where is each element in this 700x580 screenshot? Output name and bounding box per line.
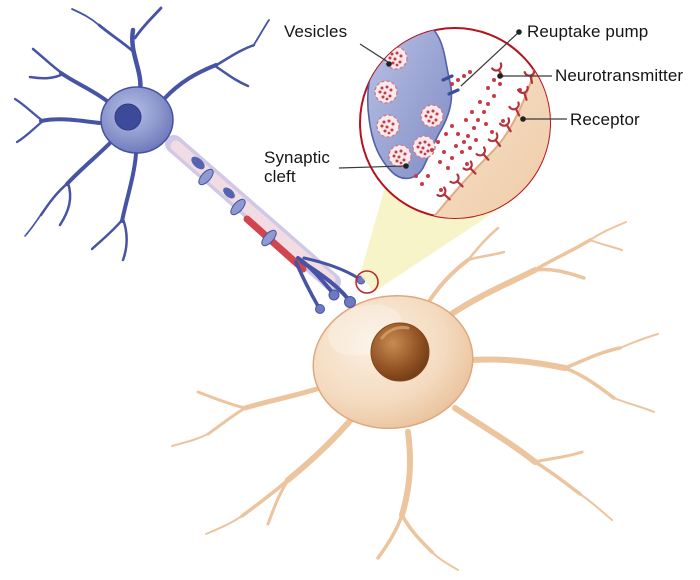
synaptic-cleft-label: Synaptic cleft [264, 148, 344, 186]
synapse-highlight-ring [355, 270, 379, 294]
vesicle [376, 114, 400, 138]
reuptake-pump-label: Reuptake pump [527, 22, 649, 41]
reuptake-pump [441, 74, 460, 96]
node-of-ranvier [230, 198, 246, 216]
synaptic-cleft-label-line2: cleft [264, 167, 296, 186]
vesicles-leader-line [359, 43, 389, 63]
reuptake-leader-line [460, 31, 520, 87]
vesicle [388, 144, 412, 168]
postsynaptic-neuron [171, 221, 659, 571]
schwann-cell-nucleus [223, 187, 235, 199]
schwann-cell-nucleus [191, 156, 205, 170]
leader-lines [338, 29, 567, 169]
fusing-vesicle [412, 135, 436, 159]
vesicles-label: Vesicles [284, 22, 348, 41]
node-of-ranvier [198, 168, 214, 186]
presynaptic-nucleus [114, 103, 142, 131]
vesicle [374, 80, 398, 104]
axon-terminal-branches [294, 256, 360, 308]
node-of-ranvier [261, 229, 277, 247]
presynaptic-neuron [13, 6, 366, 314]
neurotransmitter-leader-dot [497, 73, 503, 79]
presynaptic-dendrites [13, 6, 270, 262]
neurotransmitter-label: Neurotransmitter [555, 66, 684, 85]
synaptic-cleft-leader-dot [403, 163, 409, 169]
nucleus-highlight [380, 326, 410, 340]
postsynaptic-nucleus [370, 322, 430, 382]
receptor-leader-dot [520, 116, 526, 122]
postsynaptic-dendrites [171, 221, 659, 571]
axon-core [243, 215, 307, 273]
fusing-vesicle [420, 104, 444, 128]
synaptic-cleft-label-line1: Synaptic [264, 148, 331, 167]
neurotransmitter-dots [414, 70, 522, 192]
reuptake-leader-dot [516, 29, 522, 35]
receptor-label: Receptor [570, 110, 640, 129]
vesicles-leader-dot [386, 61, 392, 67]
synaptic-cleft-leader-line [338, 165, 405, 169]
